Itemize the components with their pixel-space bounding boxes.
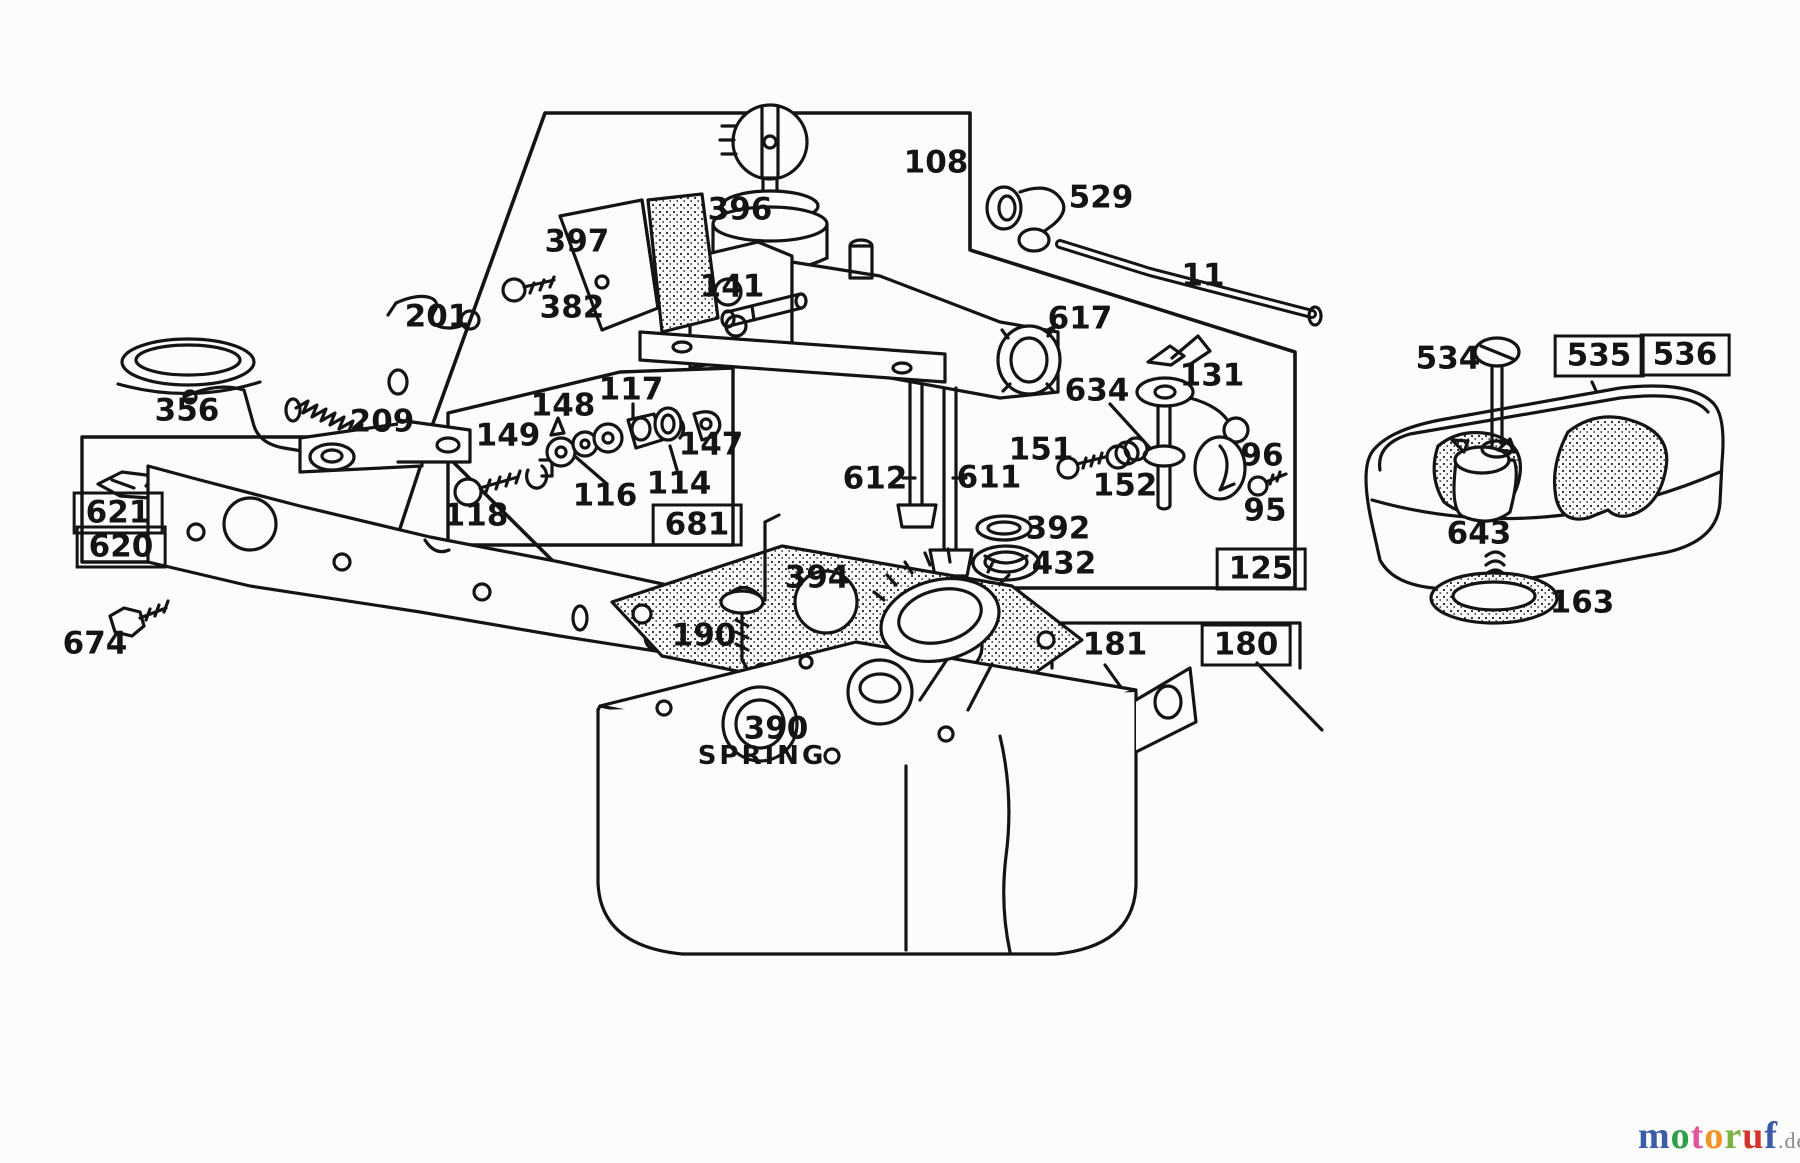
bolt-674 xyxy=(108,599,170,638)
motoruf-logo[interactable]: motoruf.de xyxy=(1638,1114,1800,1158)
part-callout-394: 394 xyxy=(784,559,850,596)
throttle-lever xyxy=(182,385,472,474)
gasket-163 xyxy=(1429,550,1559,625)
part-callout-535: 535 xyxy=(1553,334,1645,378)
part-callout-118: 118 xyxy=(443,497,509,534)
part-callout-147: 147 xyxy=(678,426,744,463)
part-callout-181: 181 xyxy=(1082,626,1148,663)
part-callout-681: 681 xyxy=(651,503,743,547)
part-callout-643: 643 xyxy=(1446,515,1512,552)
fuel-pipe-11 xyxy=(1055,239,1323,327)
gasket-ring-356 xyxy=(116,337,262,396)
spring-link-201 xyxy=(386,294,481,331)
part-callout-397: 397 xyxy=(544,223,610,260)
jet-group-box xyxy=(446,366,735,547)
part-callout-148: 148 xyxy=(530,387,596,424)
part-callout-611: 611 xyxy=(956,459,1022,496)
part-callout-209: 209 xyxy=(349,403,415,440)
carburetor-body xyxy=(638,238,1062,400)
part-callout-180: 180 xyxy=(1200,623,1292,667)
part-callout-201: 201 xyxy=(404,298,470,335)
fuel-cap-181 xyxy=(872,547,1011,712)
part-callout-634: 634 xyxy=(1064,372,1130,409)
part-callout-621: 621 xyxy=(72,491,164,535)
motoruf-logo-letters: motoruf xyxy=(1638,1115,1778,1157)
part-callout-190: 190 xyxy=(671,617,737,654)
motoruf-logo-suffix: .de xyxy=(1777,1128,1800,1153)
part-callout-432: 432 xyxy=(1031,545,1097,582)
part-callout-382: 382 xyxy=(539,289,605,326)
fuel-tank xyxy=(596,640,1198,956)
ring-392 xyxy=(975,514,1033,542)
choke-disc-96 xyxy=(1193,435,1247,501)
part-callout-151: 151 xyxy=(1008,431,1074,468)
choke-knob xyxy=(711,103,829,274)
filter-cup-643 xyxy=(1450,437,1518,523)
fuel-fitting-529 xyxy=(985,185,1066,253)
screw-151 xyxy=(1056,451,1107,480)
part-callout-108: 108 xyxy=(903,144,969,181)
part-callout-152: 152 xyxy=(1092,467,1158,504)
part-callout-spring: SPRING xyxy=(697,741,827,771)
part-callout-125: 125 xyxy=(1215,547,1307,591)
part-callout-149: 149 xyxy=(475,417,541,454)
part-callout-392: 392 xyxy=(1025,510,1091,547)
part-callout-96: 96 xyxy=(1240,437,1284,474)
pin-141 xyxy=(720,292,808,329)
part-callout-95: 95 xyxy=(1243,492,1287,529)
part-callout-114: 114 xyxy=(646,465,712,502)
part-callout-131: 131 xyxy=(1179,357,1245,394)
part-callout-141: 141 xyxy=(699,268,765,305)
part-callout-390: 390 xyxy=(743,710,809,747)
part-callout-116: 116 xyxy=(572,477,638,514)
spring-152 xyxy=(1105,436,1149,470)
part-callout-674: 674 xyxy=(62,625,128,662)
jet-parts xyxy=(453,406,722,507)
screw-95 xyxy=(1247,470,1288,497)
part-callout-617: 617 xyxy=(1047,300,1113,337)
part-callout-356: 356 xyxy=(154,392,220,429)
part-callout-396: 396 xyxy=(707,191,773,228)
part-callout-620: 620 xyxy=(75,525,167,569)
bowl-bolts xyxy=(896,382,974,578)
screw-534 xyxy=(1473,336,1521,459)
choke-plate-parts xyxy=(501,192,720,334)
part-callout-11: 11 xyxy=(1181,257,1225,294)
part-callout-534: 534 xyxy=(1415,340,1481,377)
part-callout-117: 117 xyxy=(598,371,664,408)
part-callout-612: 612 xyxy=(842,460,908,497)
part-callout-163: 163 xyxy=(1549,584,1615,621)
screw-190 xyxy=(719,585,765,670)
part-callout-529: 529 xyxy=(1068,179,1134,216)
part-callout-536: 536 xyxy=(1639,333,1731,377)
